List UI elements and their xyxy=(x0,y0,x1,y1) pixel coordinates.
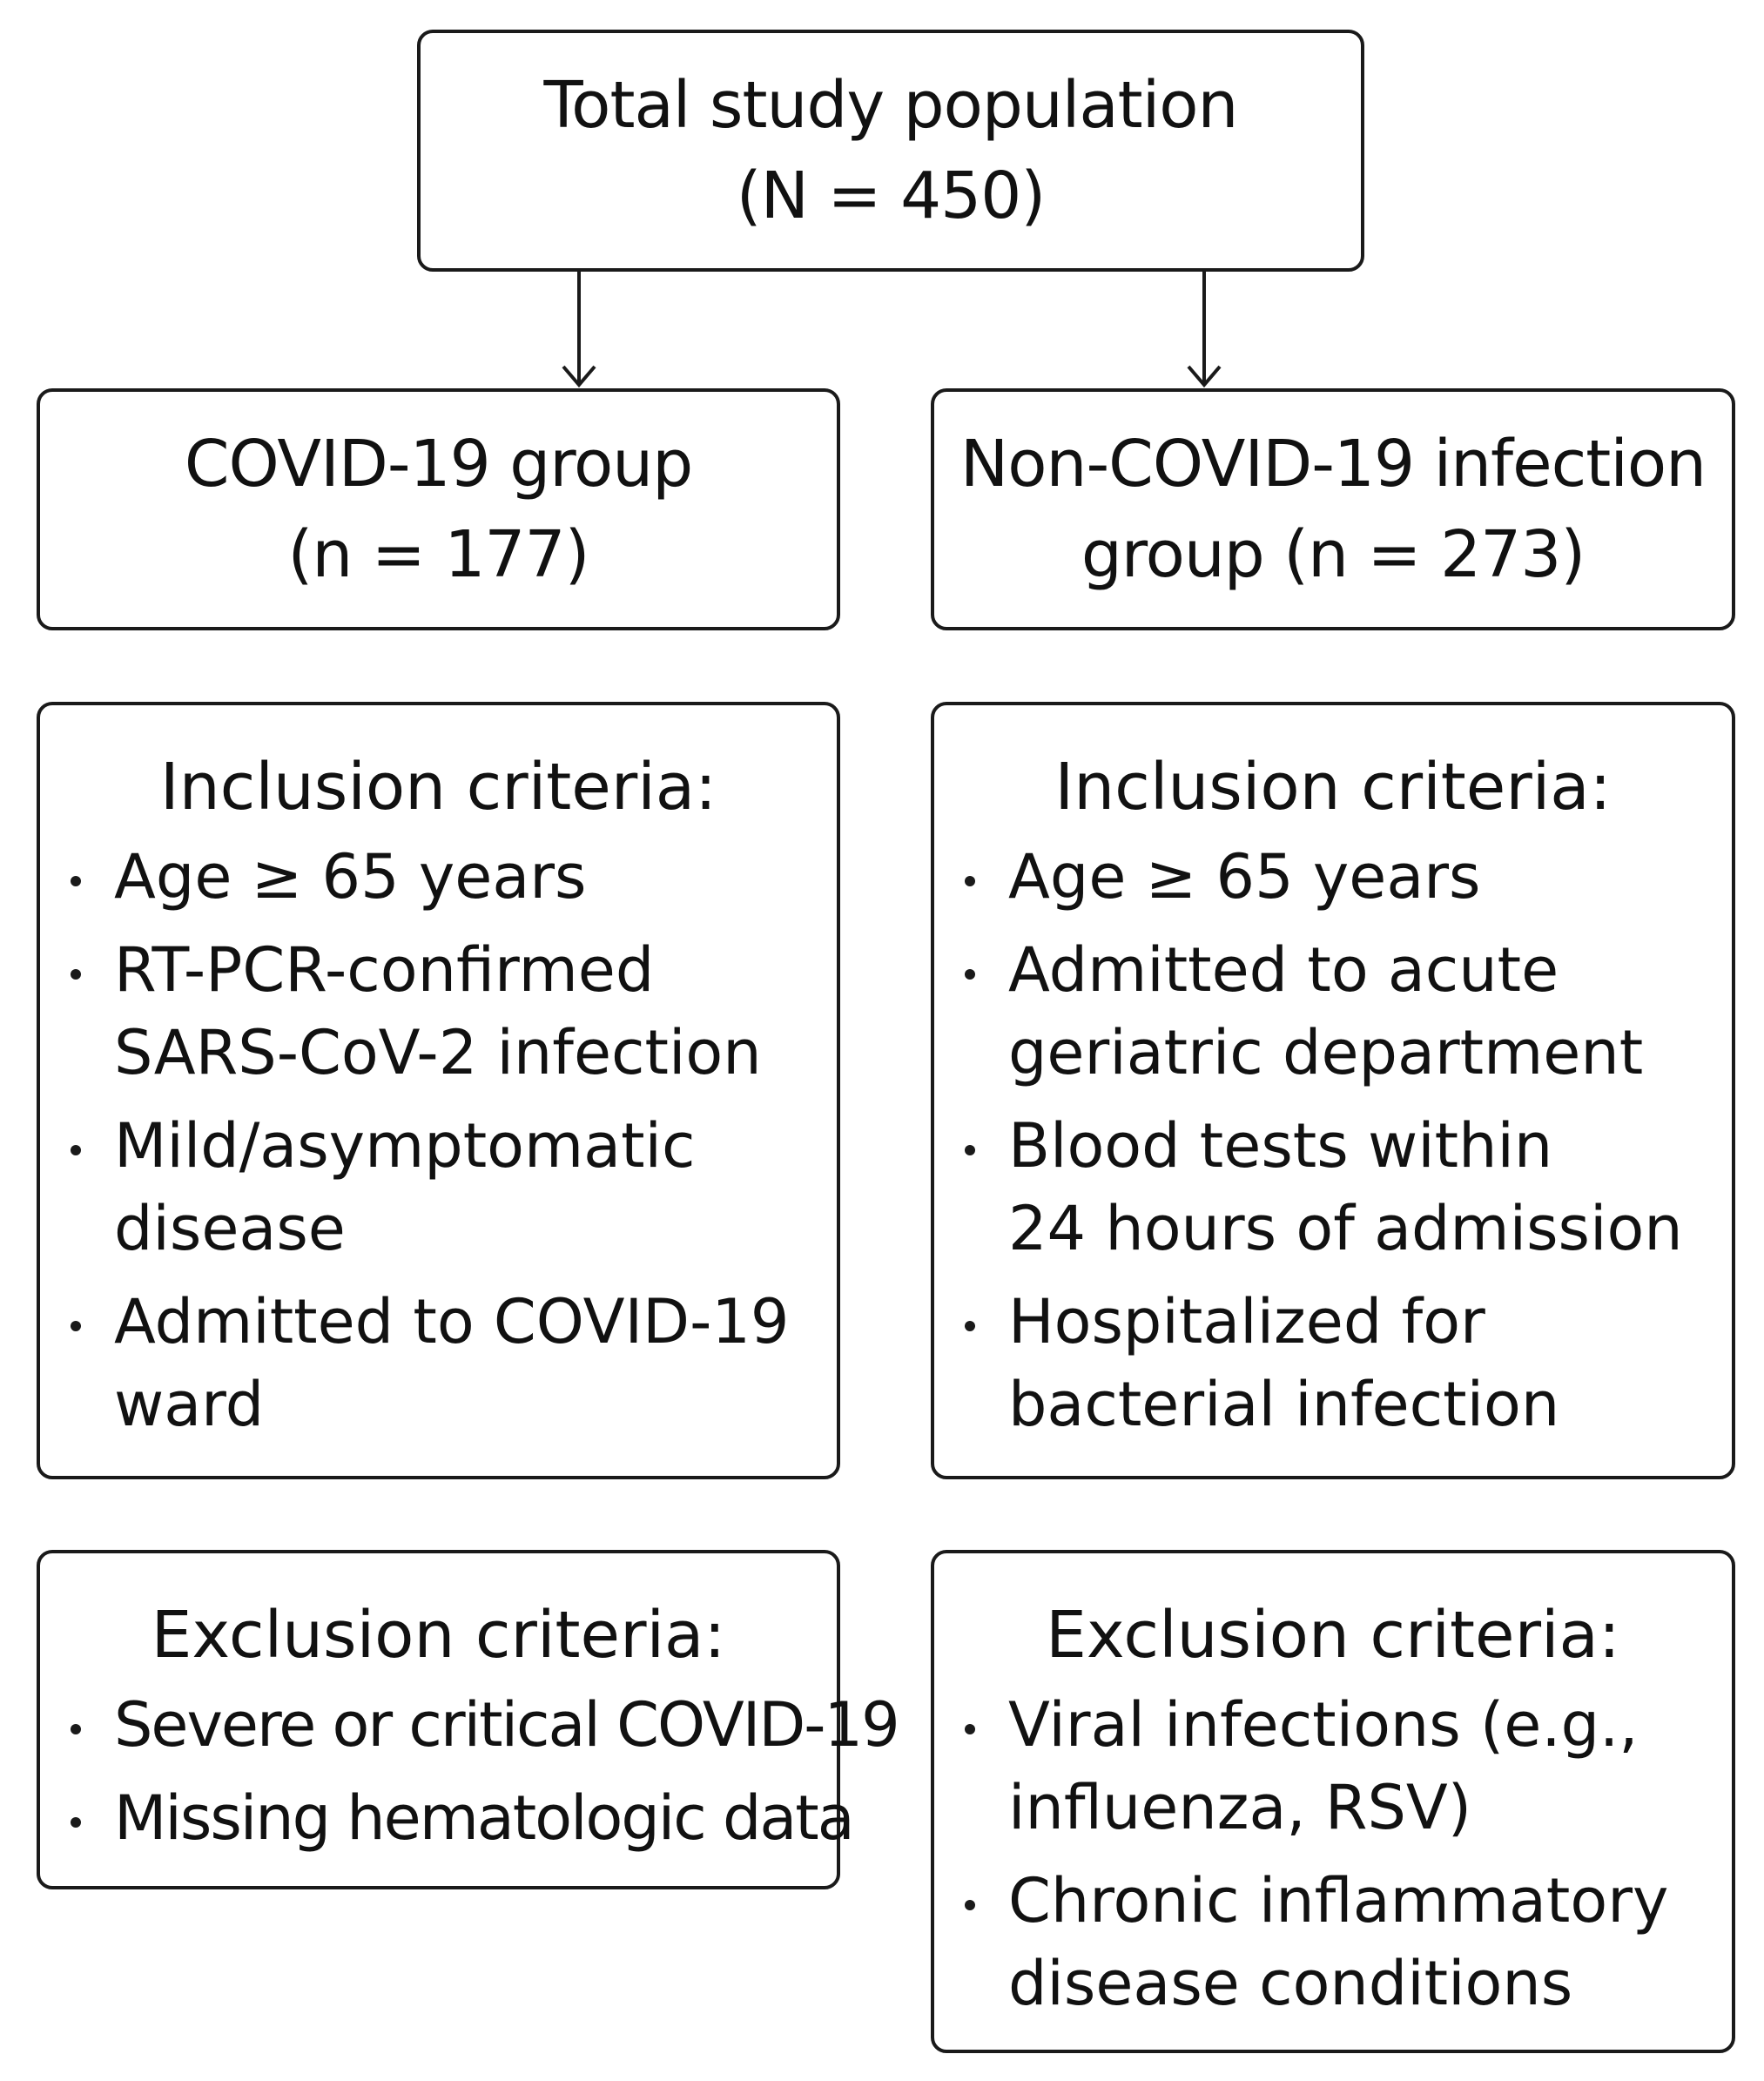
noncovid-inclusion-title: Inclusion criteria: xyxy=(1054,750,1612,825)
noncovid-exclusion-list: Viral infections (e.g., influenza, RSV) … xyxy=(934,1684,1732,2025)
bullet-icon xyxy=(71,876,81,886)
covid-group-box: COVID-19 group (n = 177) xyxy=(37,388,840,630)
criteria-text: Mild/asymptomatic xyxy=(114,1110,696,1182)
arrow-to-noncovid-group xyxy=(1187,270,1222,388)
list-item: Hospitalized for bacterial infection xyxy=(934,1281,1732,1446)
bullet-icon xyxy=(71,1145,81,1155)
criteria-text: Blood tests within xyxy=(1008,1110,1553,1182)
criteria-text: Admitted to COVID-19 xyxy=(114,1286,790,1357)
list-item: Viral infections (e.g., influenza, RSV) xyxy=(934,1684,1732,1849)
list-item: Chronic inflammatory disease conditions xyxy=(934,1860,1732,2025)
bullet-icon xyxy=(965,969,975,980)
covid-group-title: COVID-19 group xyxy=(184,427,693,502)
noncovid-exclusion-title: Exclusion criteria: xyxy=(1046,1598,1620,1673)
criteria-text: ward xyxy=(114,1369,265,1440)
bullet-icon xyxy=(965,1900,975,1910)
list-item: Age ≥ 65 years xyxy=(40,836,837,919)
covid-inclusion-list: Age ≥ 65 years RT-PCR-confirmed SARS-CoV… xyxy=(40,836,837,1446)
criteria-text: geriatric department xyxy=(1008,1017,1644,1088)
noncovid-inclusion-list: Age ≥ 65 years Admitted to acute geriatr… xyxy=(934,836,1732,1446)
noncovid-group-title: Non-COVID-19 infection xyxy=(959,427,1707,502)
criteria-text: 24 hours of admission xyxy=(1008,1193,1683,1264)
criteria-text: Age ≥ 65 years xyxy=(114,841,587,913)
list-item: Missing hematologic data xyxy=(40,1777,855,1860)
bullet-icon xyxy=(965,1321,975,1331)
total-population-title: Total study population xyxy=(543,68,1239,143)
noncovid-group-count: group (n = 273) xyxy=(1081,517,1586,592)
list-item: RT-PCR-confirmed SARS-CoV-2 infection xyxy=(40,929,837,1094)
criteria-text: Age ≥ 65 years xyxy=(1008,841,1481,913)
criteria-text: Missing hematologic data xyxy=(114,1782,855,1854)
arrow-to-covid-group xyxy=(562,270,596,388)
criteria-text: Hospitalized for xyxy=(1008,1286,1485,1357)
criteria-text: Viral infections (e.g., xyxy=(1008,1689,1639,1761)
list-item: Age ≥ 65 years xyxy=(934,836,1732,919)
list-item: Mild/asymptomatic disease xyxy=(40,1105,837,1270)
covid-exclusion-list: Severe or critical COVID-19 Missing hema… xyxy=(40,1684,900,1860)
covid-exclusion-title: Exclusion criteria: xyxy=(151,1598,726,1673)
noncovid-inclusion-box: Inclusion criteria: Age ≥ 65 years Admit… xyxy=(931,702,1735,1479)
criteria-text: SARS-CoV-2 infection xyxy=(114,1017,762,1088)
bullet-icon xyxy=(71,1817,81,1828)
bullet-icon xyxy=(71,1724,81,1734)
covid-inclusion-title: Inclusion criteria: xyxy=(159,750,717,825)
noncovid-group-box: Non-COVID-19 infection group (n = 273) xyxy=(931,388,1735,630)
list-item: Blood tests within 24 hours of admission xyxy=(934,1105,1732,1270)
total-population-count: (N = 450) xyxy=(736,158,1046,233)
criteria-text: disease xyxy=(114,1193,346,1264)
criteria-text: influenza, RSV) xyxy=(1008,1772,1472,1843)
criteria-text: disease conditions xyxy=(1008,1948,1573,2019)
list-item: Admitted to acute geriatric department xyxy=(934,929,1732,1094)
criteria-text: bacterial infection xyxy=(1008,1369,1560,1440)
bullet-icon xyxy=(965,1724,975,1734)
covid-group-count: (n = 177) xyxy=(287,517,590,592)
noncovid-exclusion-box: Exclusion criteria: Viral infections (e.… xyxy=(931,1550,1735,2053)
bullet-icon xyxy=(965,1145,975,1155)
bullet-icon xyxy=(71,969,81,980)
covid-exclusion-box: Exclusion criteria: Severe or critical C… xyxy=(37,1550,900,1889)
list-item: Severe or critical COVID-19 xyxy=(40,1684,900,1767)
bullet-icon xyxy=(71,1321,81,1331)
criteria-text: Chronic inflammatory xyxy=(1008,1865,1669,1936)
list-item: Admitted to COVID-19 ward xyxy=(40,1281,837,1446)
criteria-text: Severe or critical COVID-19 xyxy=(114,1689,900,1761)
criteria-text: RT-PCR-confirmed xyxy=(114,934,655,1006)
bullet-icon xyxy=(965,876,975,886)
covid-inclusion-box: Inclusion criteria: Age ≥ 65 years RT-PC… xyxy=(37,702,840,1479)
total-population-box: Total study population (N = 450) xyxy=(417,30,1364,272)
criteria-text: Admitted to acute xyxy=(1008,934,1559,1006)
